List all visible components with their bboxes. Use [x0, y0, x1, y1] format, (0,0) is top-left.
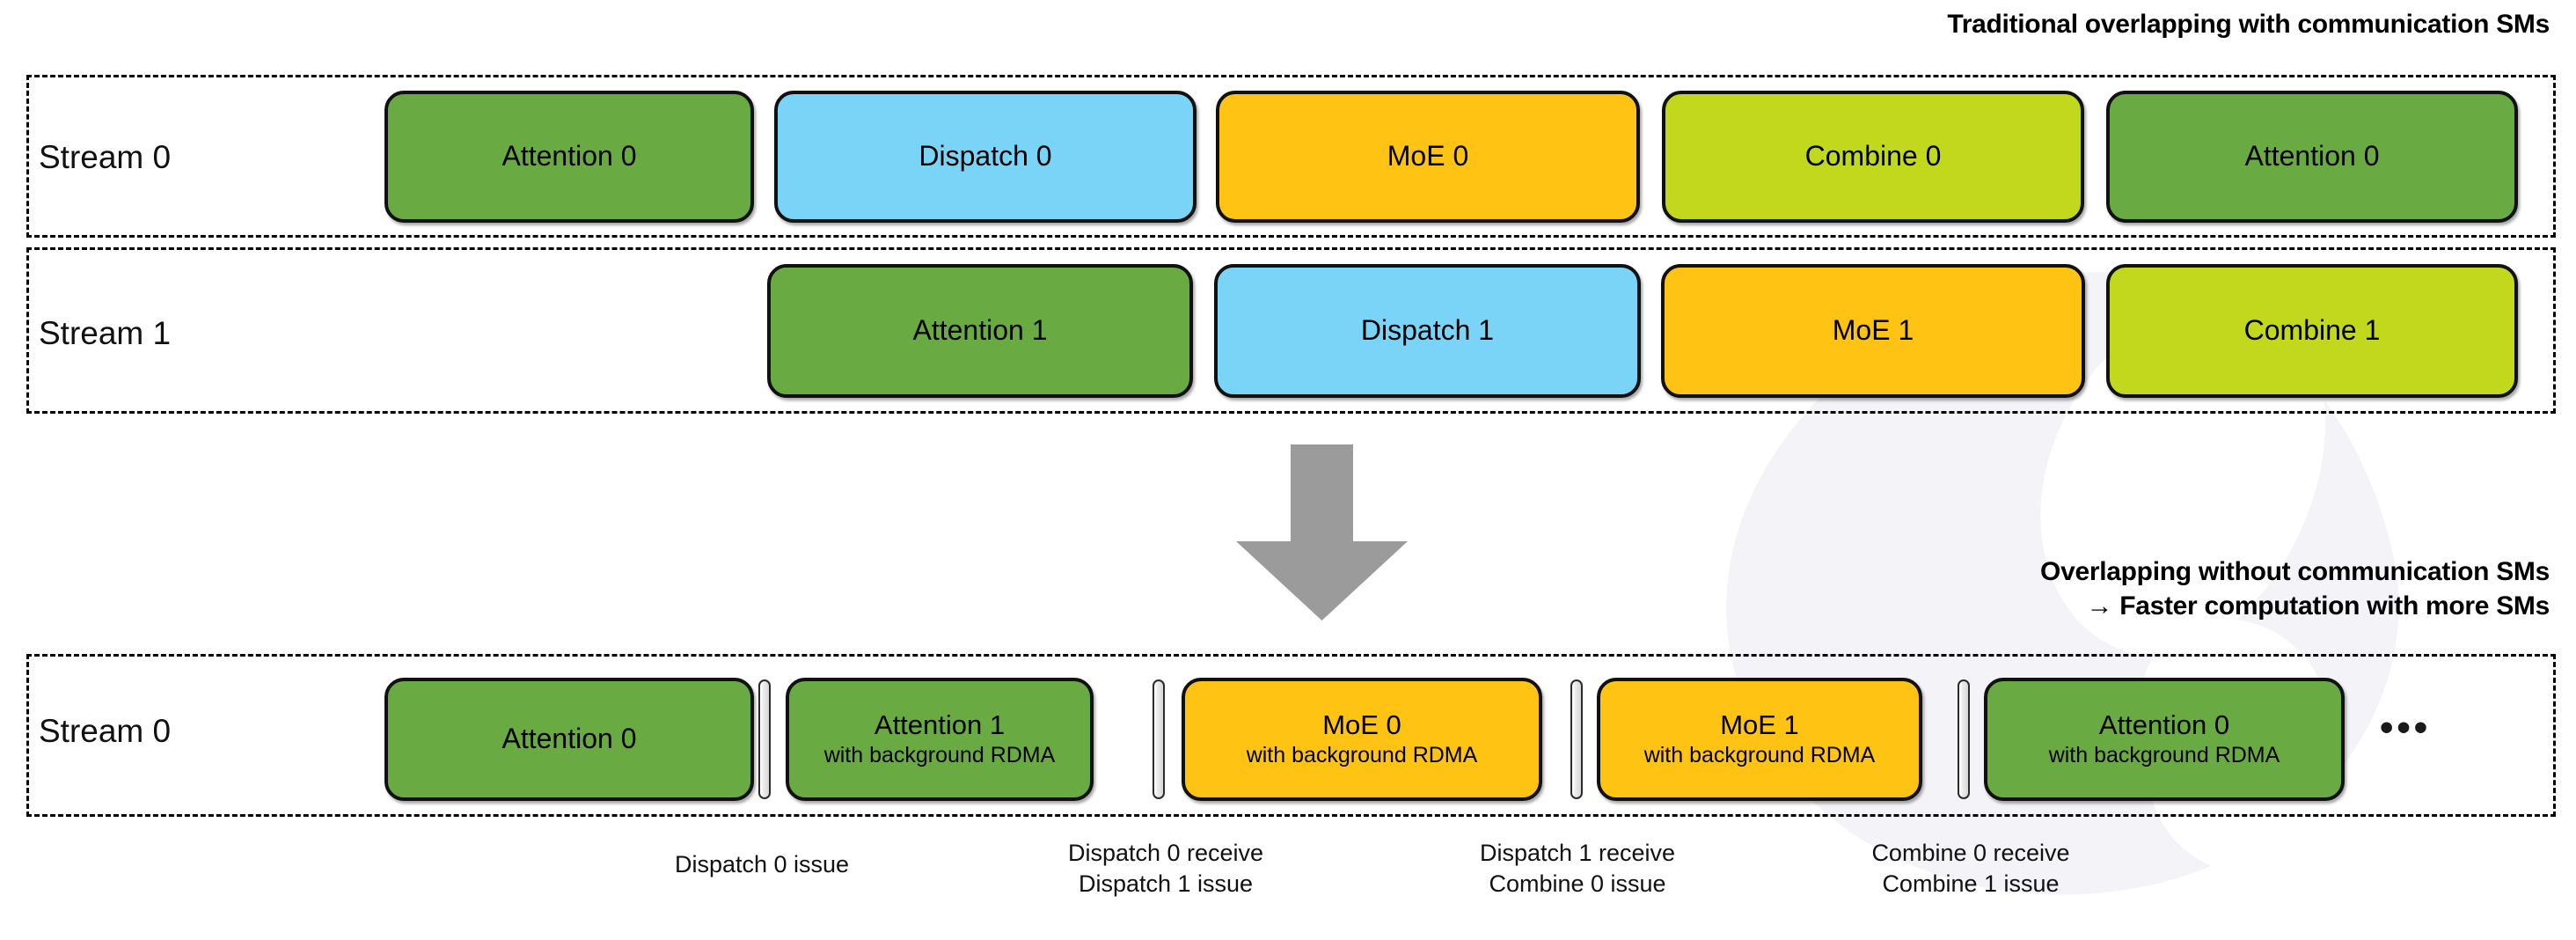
block-title: MoE 1: [1720, 709, 1799, 741]
separator-bar-3: [1570, 679, 1583, 799]
separator-bar-4: [1958, 679, 1970, 799]
block-title: Dispatch 1: [1360, 314, 1495, 347]
block-stream1-dispatch-1[interactable]: Dispatch 1: [1214, 264, 1641, 398]
stream-lane-2-label: Stream 0: [39, 713, 172, 749]
top-section-title: Traditional overlapping with communicati…: [1947, 10, 2550, 39]
block-title: Attention 0: [2244, 140, 2380, 173]
block-stream1-moe-1[interactable]: MoE 1: [1661, 264, 2085, 398]
block-stream0-combine-0[interactable]: Combine 0: [1662, 91, 2084, 223]
block-subtitle: with background RDMA: [1246, 742, 1478, 767]
block-title: Attention 0: [501, 140, 637, 173]
block-title: Attention 1: [912, 314, 1048, 347]
block-subtitle: with background RDMA: [823, 742, 1056, 767]
separator-bar-2: [1153, 679, 1165, 799]
block-title: Combine 1: [2243, 314, 2381, 347]
continuation-ellipsis: •••: [2380, 706, 2432, 749]
stream-lane-1-label: Stream 1: [39, 315, 172, 351]
block-stream0b-moe-0[interactable]: MoE 0 with background RDMA: [1182, 678, 1542, 801]
separator-bar-1: [758, 679, 771, 799]
block-title: Combine 0: [1804, 140, 1942, 173]
block-stream0b-attention-0-repeat[interactable]: Attention 0 with background RDMA: [1984, 678, 2345, 801]
down-arrow-icon: [1236, 444, 1408, 621]
block-subtitle: with background RDMA: [2048, 742, 2280, 767]
block-stream0b-attention-1[interactable]: Attention 1 with background RDMA: [786, 678, 1094, 801]
block-stream1-attention-1[interactable]: Attention 1: [767, 264, 1193, 398]
block-stream0-dispatch-0[interactable]: Dispatch 0: [774, 91, 1197, 223]
block-title: MoE 0: [1322, 709, 1401, 741]
block-title: MoE 0: [1387, 140, 1469, 173]
block-title: Attention 0: [501, 723, 637, 755]
block-title: MoE 1: [1832, 314, 1914, 347]
block-stream0b-attention-0[interactable]: Attention 0: [384, 678, 754, 801]
stream-lane-0-label: Stream 0: [39, 139, 172, 175]
block-stream0-attention-0-repeat[interactable]: Attention 0: [2106, 91, 2518, 223]
caption-dispatch-1-receive: Dispatch 1 receive Combine 0 issue: [1479, 840, 1676, 897]
caption-dispatch-0-issue: Dispatch 0 issue: [674, 851, 850, 878]
block-title: Dispatch 0: [918, 140, 1052, 173]
stream-lane-2: [26, 654, 2556, 817]
stream-lane-0: [26, 75, 2556, 238]
caption-combine-0-receive: Combine 0 receive Combine 1 issue: [1871, 840, 2070, 897]
block-title: Attention 0: [2098, 709, 2230, 741]
stream-lane-1: [26, 247, 2556, 414]
block-stream0-attention-0[interactable]: Attention 0: [384, 91, 754, 223]
bottom-section-title: Overlapping without communication SMs → …: [2040, 557, 2550, 621]
caption-dispatch-0-receive: Dispatch 0 receive Dispatch 1 issue: [1067, 840, 1264, 897]
block-subtitle: with background RDMA: [1643, 742, 1876, 767]
block-stream1-combine-1[interactable]: Combine 1: [2106, 264, 2518, 398]
block-title: Attention 1: [874, 709, 1006, 741]
block-stream0b-moe-1[interactable]: MoE 1 with background RDMA: [1597, 678, 1922, 801]
block-stream0-moe-0[interactable]: MoE 0: [1216, 91, 1640, 223]
